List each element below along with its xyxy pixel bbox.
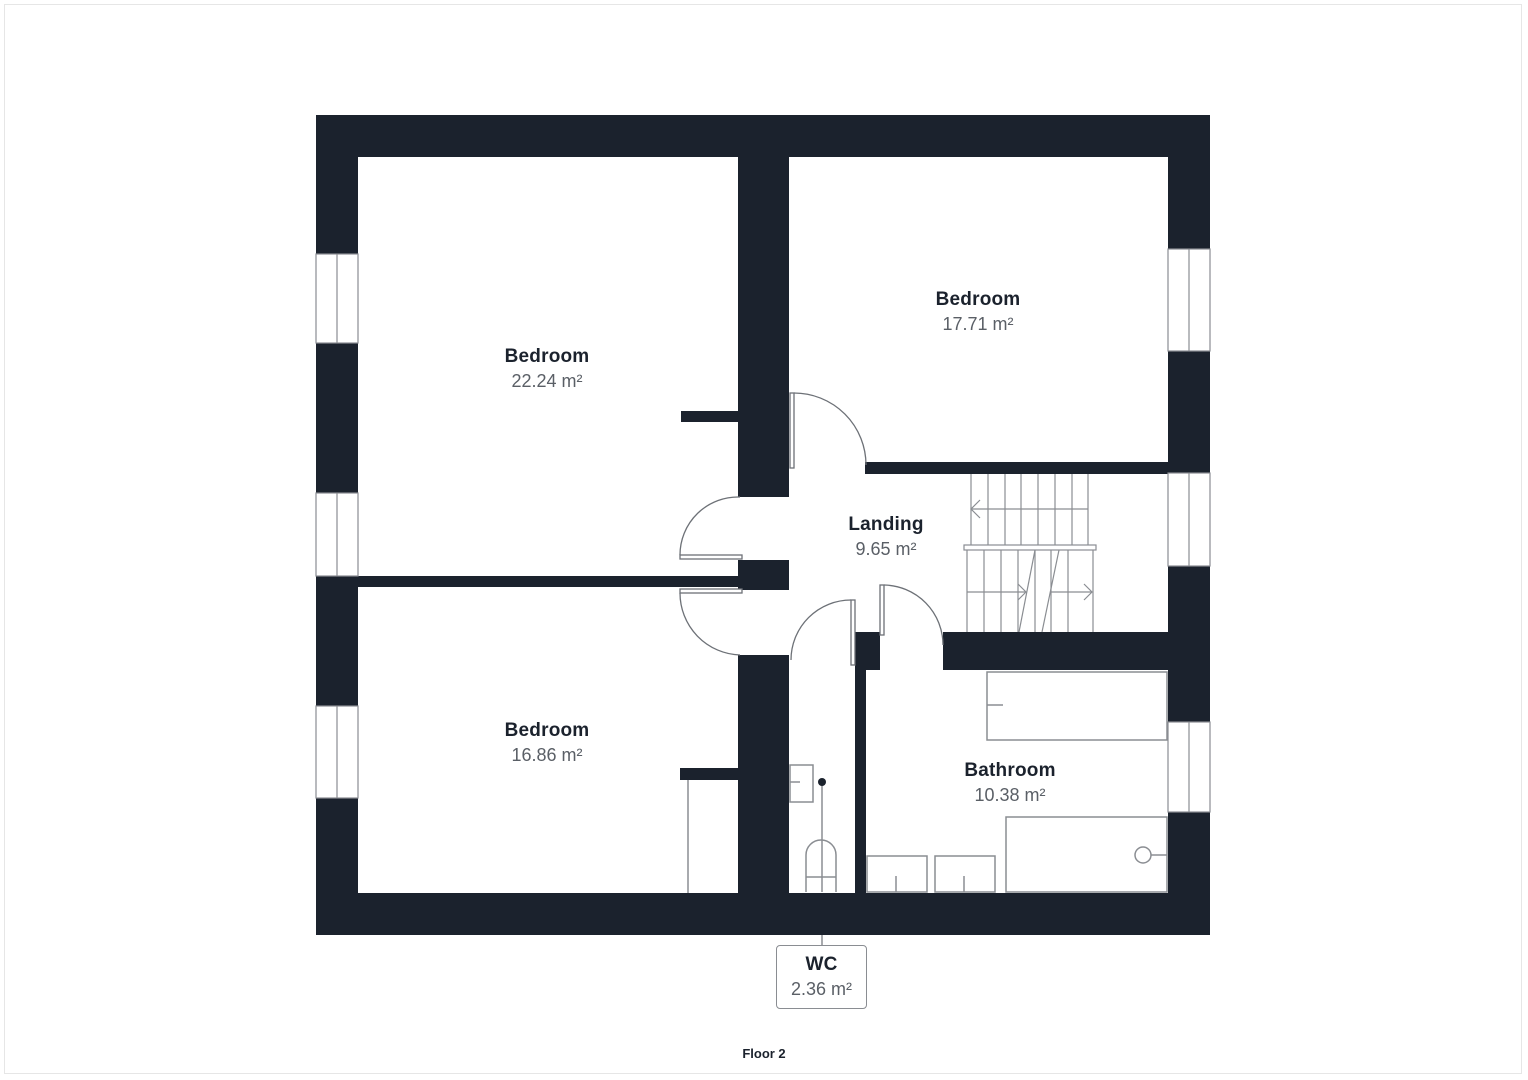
room-area: 16.86 m² [511,745,583,765]
room-wc-callout: WC 2.36 m² [776,945,867,1009]
bathtub-icon [986,671,1168,741]
door-icon [789,392,795,469]
wall-right-2 [1168,351,1210,473]
room-area: 9.65 m² [855,539,917,559]
wall-left-3 [316,576,358,706]
wall-right-4 [1168,812,1210,935]
wall-divider-left [316,576,740,587]
room-bedroom-2: Bedroom 17.71 m² [936,288,1021,336]
room-area: 22.24 m² [511,371,583,391]
toilet-icon [805,839,837,892]
room-bedroom-3: Bedroom 16.86 m² [505,719,590,767]
room-name: Bedroom [504,346,590,367]
room-area: 17.71 m² [942,314,1014,334]
shower-tray-icon [1005,816,1168,893]
room-name: WC [805,954,838,975]
doors [679,392,944,666]
wc-pointer-dot [818,778,826,786]
walls [316,115,1210,935]
room-name: Bedroom [504,720,590,741]
door-icon [679,588,743,594]
room-bedroom-1: Bedroom 22.24 m² [505,345,590,393]
wall-stub-upper [681,411,739,422]
wall-bedroom2-bottom [865,462,1210,474]
wall-bath-top [943,632,1210,670]
room-landing: Landing 9.65 m² [848,513,923,561]
bathroom-fixtures [687,671,1168,945]
room-bathroom: Bathroom 10.38 m² [964,759,1055,807]
stairs-icon [963,474,1097,633]
cabinet-icon [934,855,996,893]
wall-left-1 [316,115,358,254]
windows [315,248,1211,813]
wall-left-2 [316,343,358,493]
wall-right-1 [1168,115,1210,249]
wall-center-lower [738,655,789,935]
room-area: 2.36 m² [790,979,853,999]
wall-center-mid [738,560,789,590]
room-name: Bathroom [964,760,1056,781]
cabinet-icon [866,855,928,893]
door-icon [879,584,885,636]
room-name: Landing [848,514,924,535]
page-frame [4,4,1522,1074]
wall-stub-lower [680,768,738,780]
room-area: 10.38 m² [974,785,1046,805]
wall-wc-bath [855,655,866,935]
wall-left-4 [316,798,358,935]
door-icon [850,599,856,666]
door-icon [679,554,743,560]
wall-center-upper [738,115,789,497]
floor-label: Floor 2 [742,1046,786,1061]
sink-icon [789,764,814,803]
room-name: Bedroom [935,289,1021,310]
